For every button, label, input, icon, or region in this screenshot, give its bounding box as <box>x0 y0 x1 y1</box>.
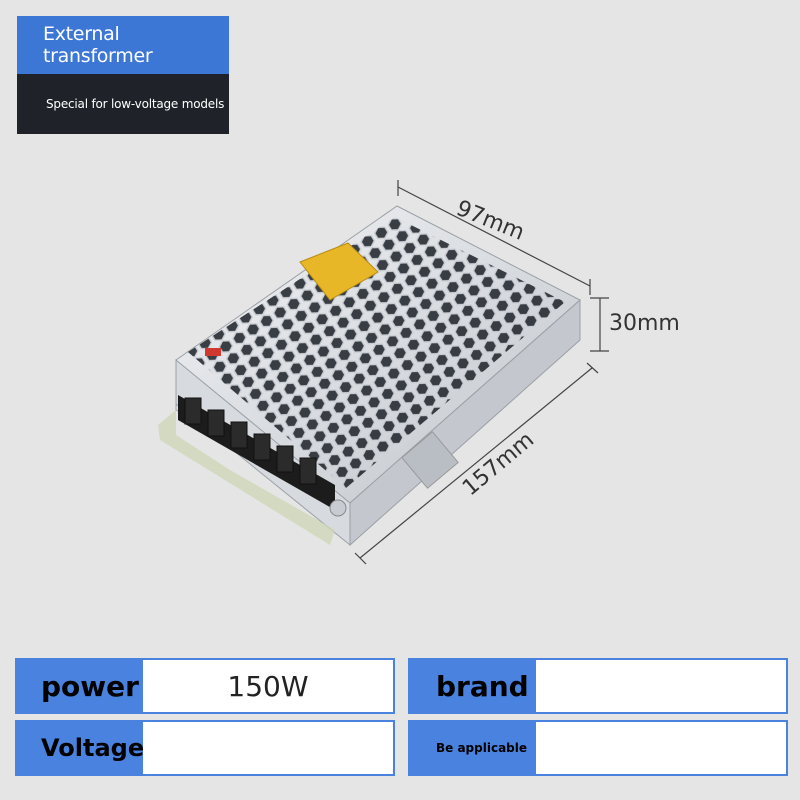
power-value: 150W <box>143 658 395 714</box>
header-card: External transformer Special for low-vol… <box>17 16 229 134</box>
header-title: External transformer <box>17 16 229 74</box>
power-label: power <box>15 658 143 714</box>
voltage-value <box>143 720 395 776</box>
dimension-height-label: 30mm <box>609 311 680 336</box>
applicable-label: Be applicable <box>408 720 536 776</box>
spec-row-applicable: Be applicable <box>408 720 788 776</box>
spec-row-power: power 150W <box>15 658 395 714</box>
dimension-lines <box>354 180 609 565</box>
brand-value <box>536 658 788 714</box>
voltage-label: Voltage <box>15 720 144 776</box>
spec-row-voltage: Voltage <box>15 720 395 776</box>
spec-row-brand: brand <box>408 658 788 714</box>
header-subtitle: Special for low-voltage models <box>17 74 229 134</box>
brand-label: brand <box>408 658 536 714</box>
power-supply-body <box>158 205 581 547</box>
applicable-value <box>536 720 788 776</box>
power-supply-illustration <box>158 180 609 565</box>
